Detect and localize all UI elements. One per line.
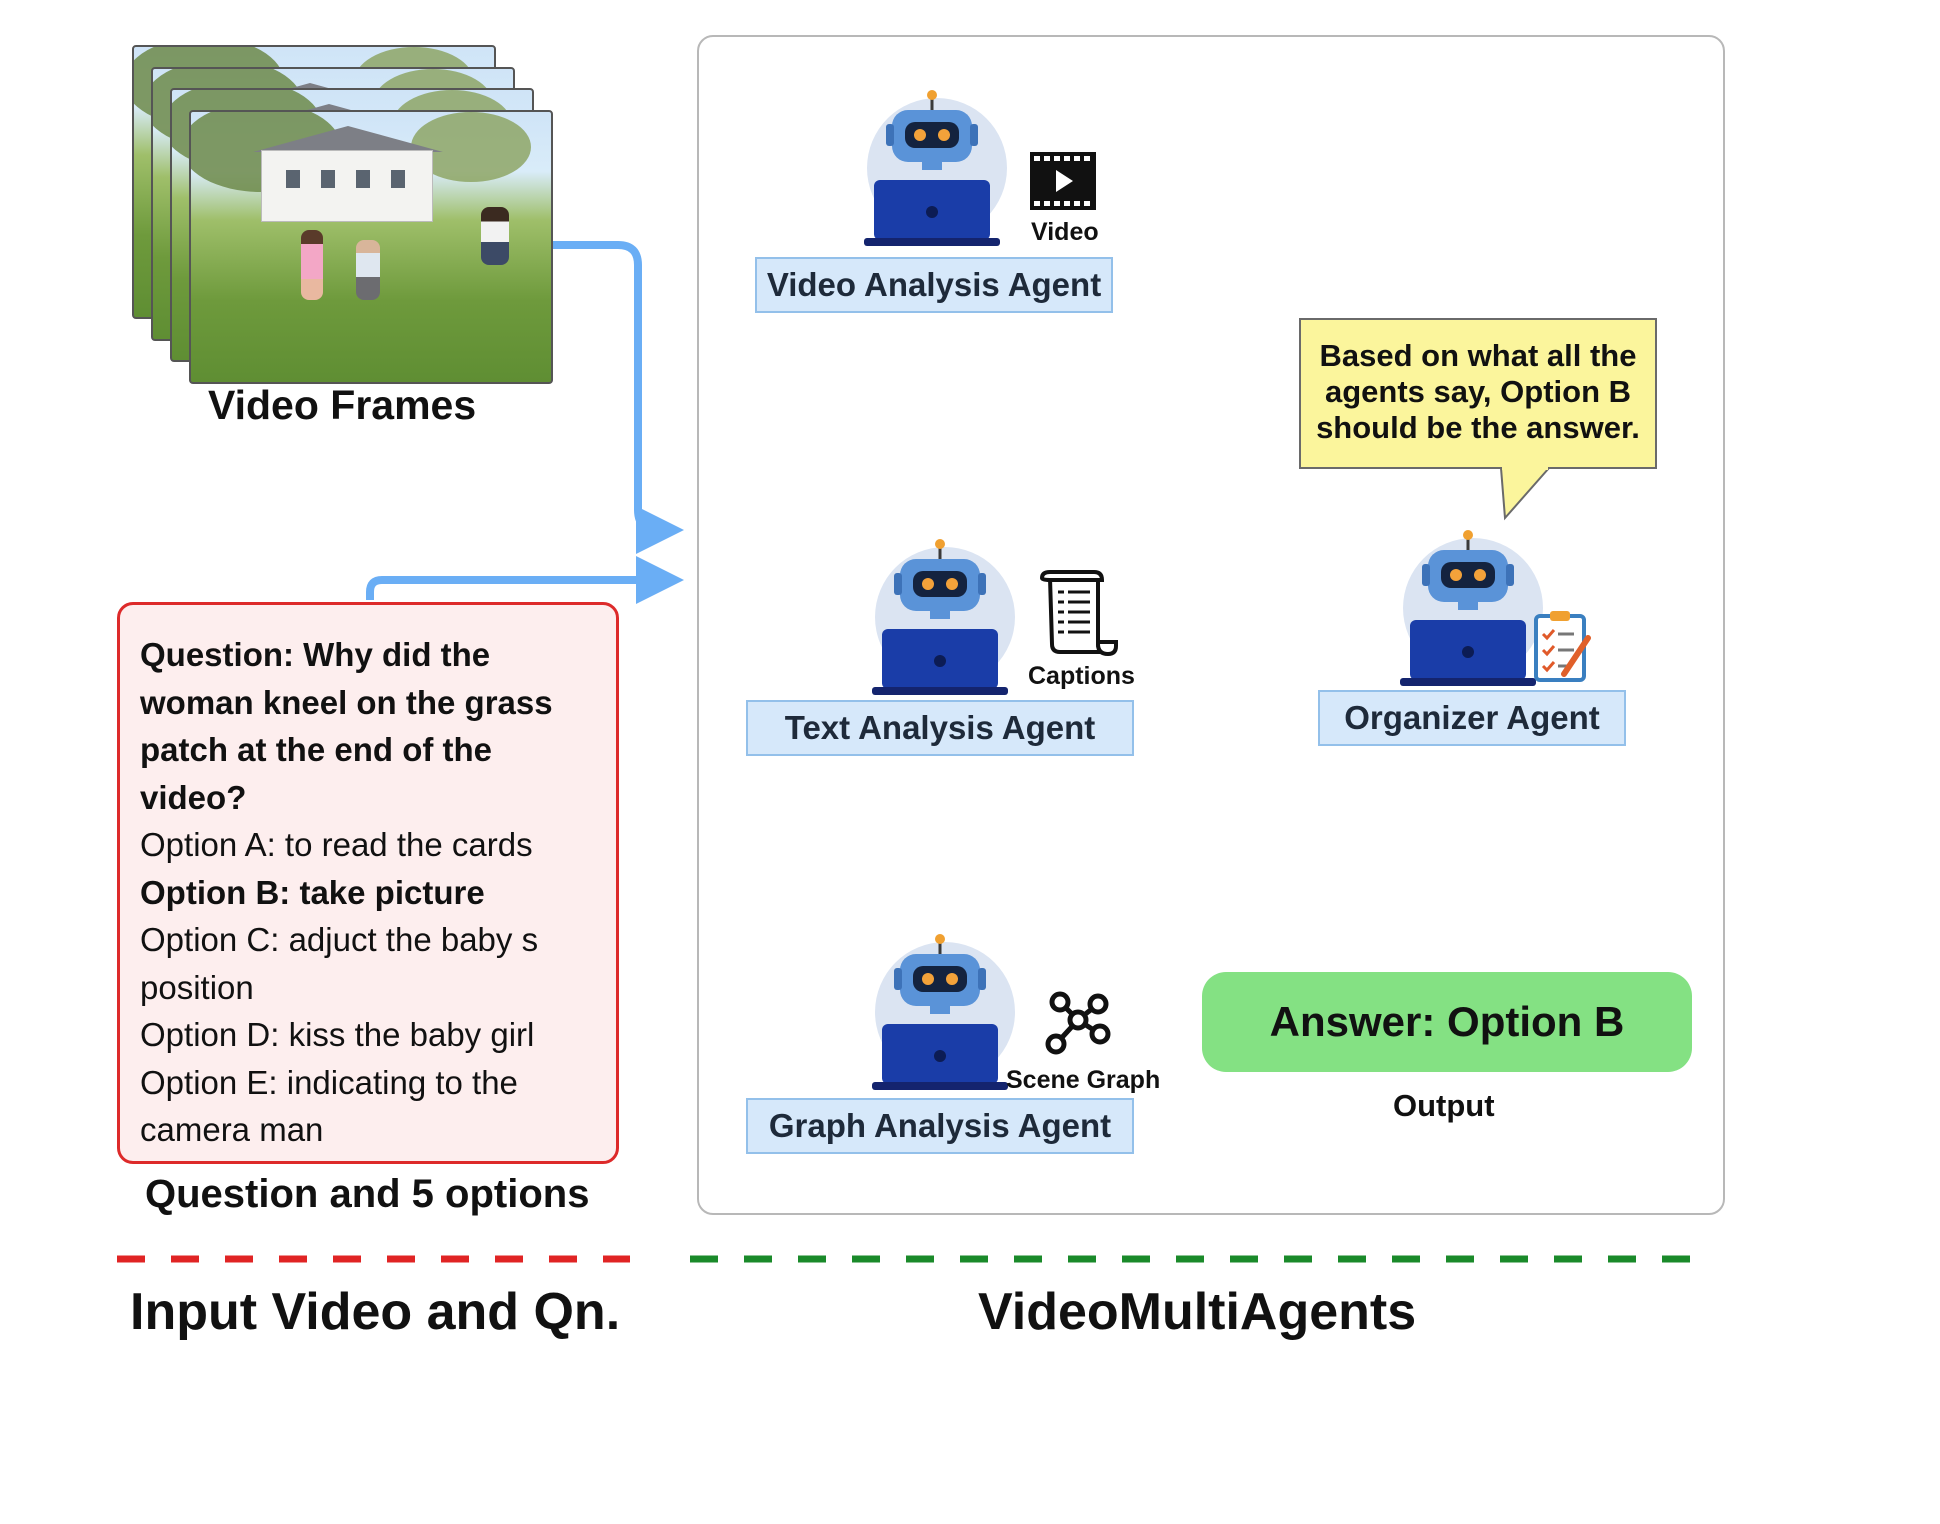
agents-section-title: VideoMultiAgents xyxy=(978,1283,1417,1341)
scroll-icon xyxy=(1039,570,1118,656)
output-label: Output xyxy=(1393,1088,1495,1123)
question-caption: Question and 5 options xyxy=(145,1172,590,1216)
answer-box: Answer: Option B xyxy=(1202,972,1692,1072)
question-line: Option B: take picture xyxy=(140,873,485,911)
question-line: position xyxy=(140,968,254,1006)
question-line: patch at the end of the xyxy=(140,731,493,768)
graph-modality-label: Scene Graph xyxy=(1006,1066,1161,1094)
question-line: video? xyxy=(140,778,247,816)
clipboard-icon xyxy=(1534,611,1591,682)
graph-icon xyxy=(1045,991,1111,1055)
frames-to-agents-arrow xyxy=(551,241,684,554)
organizer-agent: Organizer Agent xyxy=(1318,690,1626,746)
robot-icon xyxy=(872,539,1015,695)
question-line: camera man xyxy=(140,1111,324,1148)
question-line: Option D: kiss the baby girl xyxy=(140,1016,535,1053)
input-section-title: Input Video and Qn. xyxy=(130,1283,621,1341)
graph-analysis-agent: Graph Analysis Agent xyxy=(746,1098,1134,1154)
question-box: Question: Why did the woman kneel on the … xyxy=(117,602,619,1164)
question-to-agents-arrow xyxy=(366,556,684,604)
speech-bubble: Based on what all the agents say, Option… xyxy=(1299,318,1657,469)
question-line: Option C: adjuct the baby s xyxy=(140,921,539,958)
robot-icon xyxy=(1400,530,1543,686)
question-line: Option A: to read the cards xyxy=(140,826,533,863)
text-analysis-agent: Text Analysis Agent xyxy=(746,700,1134,756)
text-modality-label: Captions xyxy=(1028,662,1135,690)
film-icon xyxy=(1030,152,1096,210)
speech-bubble-tail xyxy=(1500,466,1550,521)
robot-icon xyxy=(872,934,1015,1090)
question-line: Option E: indicating to the xyxy=(140,1063,518,1101)
video-frames-label: Video Frames xyxy=(208,382,477,428)
video-modality-label: Video xyxy=(1031,218,1099,246)
question-line: Question: Why did the xyxy=(140,636,491,673)
video-analysis-agent: Video Analysis Agent xyxy=(755,257,1113,313)
question-line: woman kneel on the grass xyxy=(140,683,553,721)
robot-icon xyxy=(864,90,1007,246)
video-frame xyxy=(189,110,553,384)
